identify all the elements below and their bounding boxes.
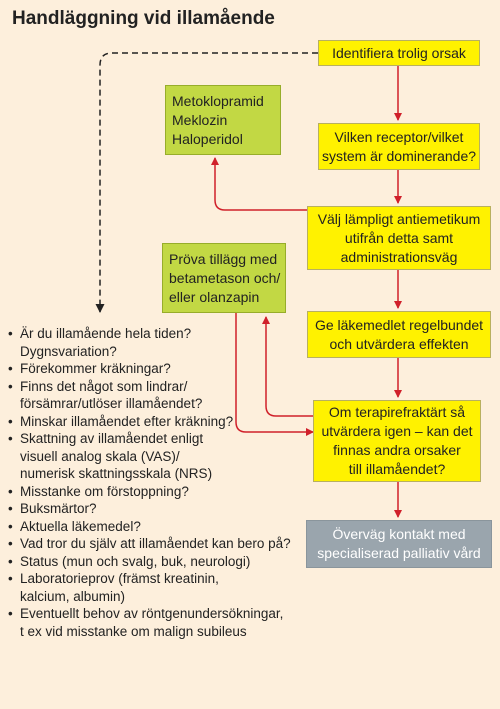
box-identify-cause: Identifiera trolig orsak (318, 40, 480, 66)
list-item: Buksmärtor? (6, 500, 306, 518)
box-dominant-receptor: Vilken receptor/vilket system är dominer… (318, 123, 480, 170)
box-therapy-refractory: Om terapirefraktärt så utvärdera igen – … (313, 400, 481, 482)
list-item: Förekommer kräkningar? (6, 360, 306, 378)
box-give-regularly: Ge läkemedlet regelbundet och utvärdera … (307, 311, 491, 358)
list-item: Minskar illamåendet efter kräkning? (6, 413, 306, 431)
list-item: Status (mun och svalg, buk, neurologi) (6, 553, 306, 571)
question-list: Är du illamående hela tiden?Dygnsvariati… (6, 325, 306, 640)
list-item: Misstanke om förstoppning? (6, 483, 306, 501)
box-addon-treatment: Pröva tillägg med betametason och/ eller… (162, 243, 286, 313)
diagram-title: Handläggning vid illamående (12, 8, 275, 29)
list-item: Är du illamående hela tiden?Dygnsvariati… (6, 325, 306, 360)
list-item: Finns det något som lindrar/försämrar/ut… (6, 378, 306, 413)
dashed-arrow-to-questions (95, 52, 318, 313)
list-item: Vad tror du själv att illamåendet kan be… (6, 535, 306, 553)
list-item: Aktuella läkemedel? (6, 518, 306, 536)
box-palliative-care: Överväg kontakt med specialiserad pallia… (306, 520, 492, 568)
list-item: Laboratorieprov (främst kreatinin,kalciu… (6, 570, 306, 605)
box-drug-list: Metoklopramid Meklozin Haloperidol (165, 85, 281, 155)
arrow-choose-drugs (211, 157, 307, 211)
box-choose-antiemetic: Välj lämpligt antiemetikum utifrån detta… (307, 206, 491, 270)
list-item: Eventuellt behov av röntgenundersökninga… (6, 605, 306, 640)
